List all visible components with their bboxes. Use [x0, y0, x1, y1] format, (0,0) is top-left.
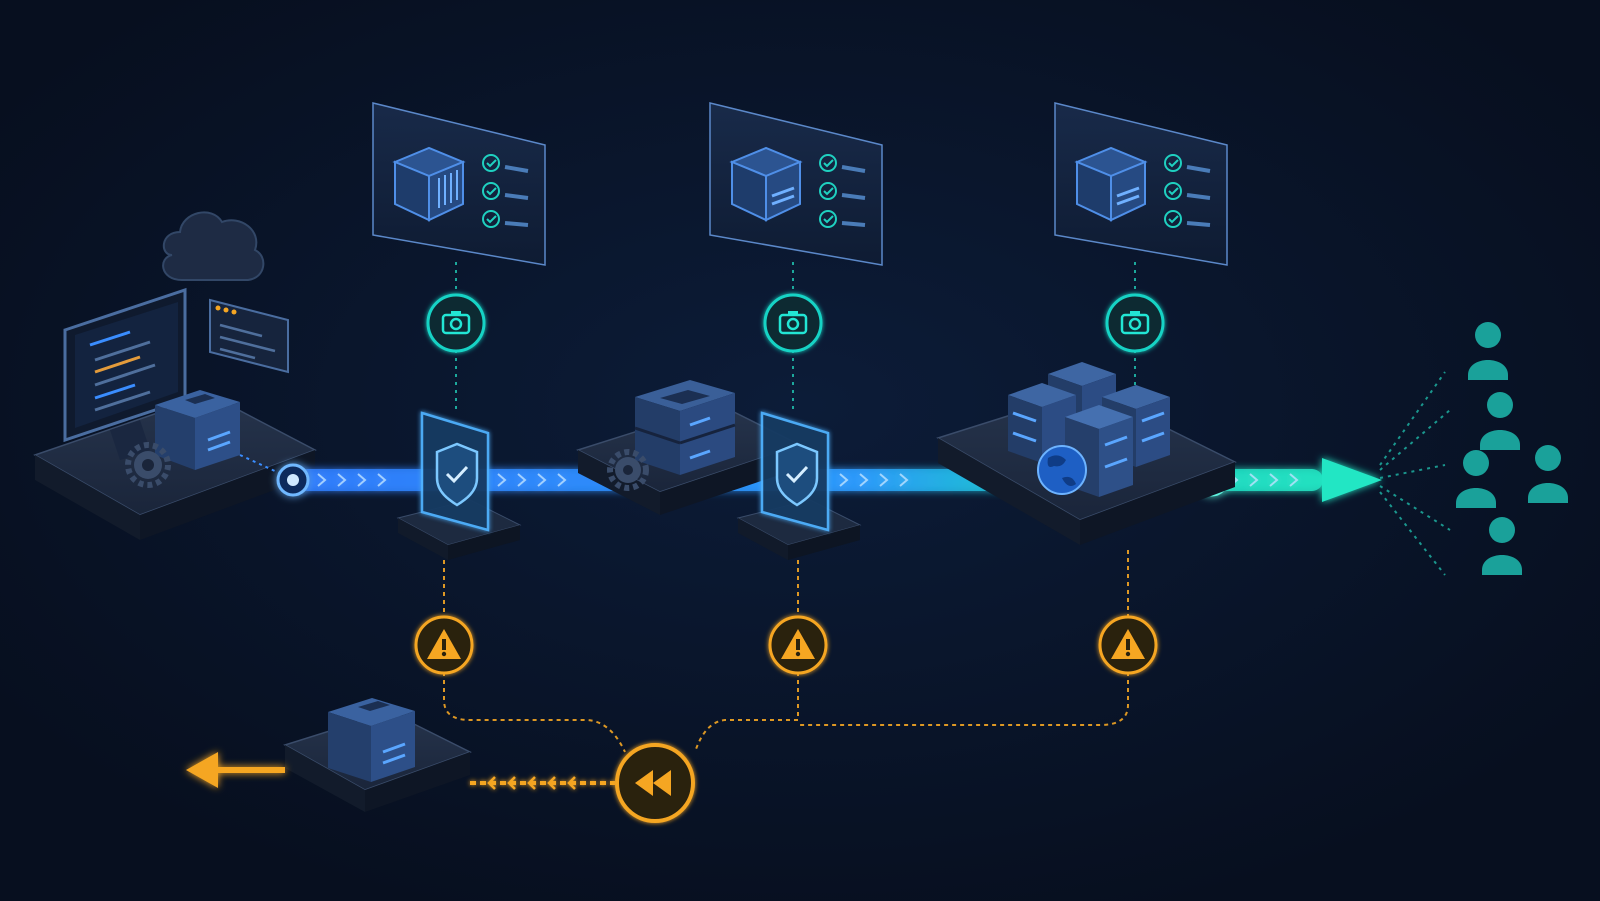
user-icon — [1480, 392, 1520, 450]
user-icon — [1482, 517, 1522, 575]
rewind-icon — [615, 743, 695, 823]
code-window-icon — [209, 298, 289, 374]
warning-icon — [414, 615, 474, 675]
gear-icon — [607, 449, 649, 491]
checklist-icon — [482, 154, 529, 228]
checklist-icon — [1164, 154, 1211, 228]
user-icon — [1456, 450, 1496, 508]
user-fanout-lines — [1379, 371, 1451, 576]
camera-icon — [426, 293, 486, 353]
user-icon — [1468, 322, 1508, 380]
warning-icon — [1098, 615, 1158, 675]
snapshot-panel-2 — [709, 102, 883, 266]
snapshot-panel-3 — [1054, 102, 1228, 266]
globe-icon — [1037, 445, 1087, 495]
shield-check-icon — [775, 442, 819, 507]
gate-2 — [736, 411, 862, 560]
snapshot-connectors — [455, 262, 1136, 410]
package-box-icon — [328, 698, 415, 782]
cloud-icon — [162, 211, 265, 281]
rollback-exit-arrow — [186, 752, 285, 788]
camera-icon — [1105, 293, 1165, 353]
dev-connector — [239, 454, 291, 479]
pipeline-start-node — [276, 463, 310, 497]
monitor-icon — [63, 287, 187, 460]
container-box-icon — [729, 146, 803, 222]
checklist-icon — [819, 154, 866, 228]
warning-icon — [768, 615, 828, 675]
server-stack-icon — [634, 380, 736, 475]
gear-icon — [125, 442, 171, 488]
camera-icon — [763, 293, 823, 353]
snapshot-panel-1 — [372, 102, 546, 266]
rollback-connectors — [443, 550, 1129, 753]
arrow-left-icon — [186, 752, 218, 788]
package-box-icon — [155, 390, 240, 470]
user-group — [1456, 322, 1568, 575]
gate-1 — [396, 411, 522, 560]
container-box-icon — [392, 146, 466, 222]
container-box-icon — [1074, 146, 1148, 222]
arrow-right-icon — [1322, 458, 1382, 502]
shield-check-icon — [435, 442, 479, 507]
server-cluster-icon — [1008, 362, 1170, 497]
user-icon — [1528, 445, 1568, 503]
rollback-track — [470, 776, 615, 790]
